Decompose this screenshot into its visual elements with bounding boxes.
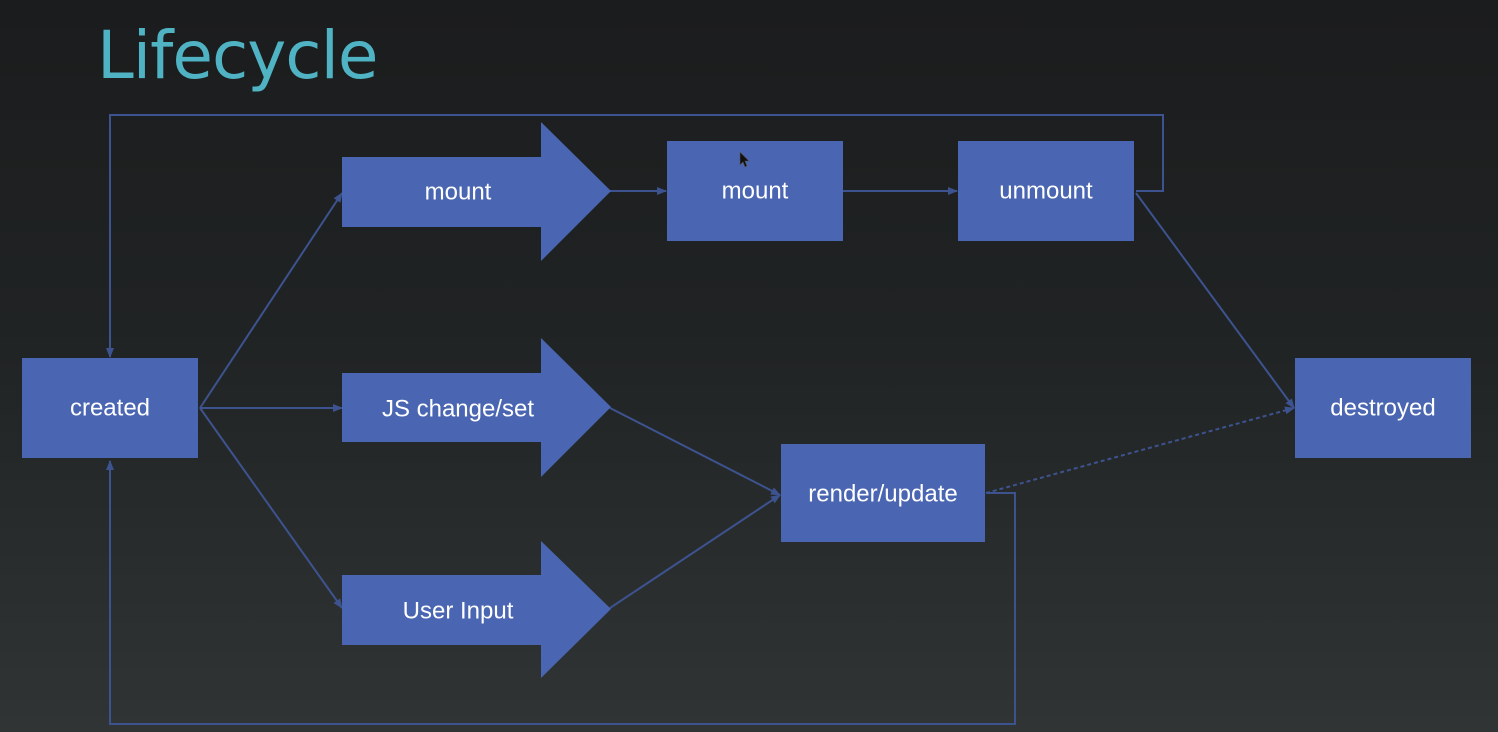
mouse-cursor-icon <box>739 151 750 168</box>
node-js-change-set: JS change/set <box>342 338 611 477</box>
edge-render-to-destroyed <box>985 406 1295 494</box>
node-destroyed: destroyed <box>1295 358 1471 458</box>
node-created-label: created <box>70 395 150 422</box>
slide-title: Lifecycle <box>97 17 379 94</box>
node-destroyed-label: destroyed <box>1330 395 1435 422</box>
node-render-update: render/update <box>781 444 985 542</box>
edge-created-to-mount <box>199 192 343 409</box>
node-unmount: unmount <box>958 141 1134 241</box>
node-unmount-label: unmount <box>999 178 1093 205</box>
edge-js-change-to-render <box>609 407 781 496</box>
edge-unmount-to-destroyed <box>1135 192 1295 409</box>
node-mount-box: mount <box>667 141 843 241</box>
node-mount-box-label: mount <box>722 178 789 205</box>
node-user-input-label: User Input <box>403 598 514 625</box>
node-mount-arrow: mount <box>342 122 611 261</box>
loop-unmount-to-created <box>106 114 1164 358</box>
node-user-input: User Input <box>342 541 611 678</box>
node-js-change-set-label: JS change/set <box>382 396 534 423</box>
node-render-update-label: render/update <box>808 481 957 508</box>
node-created: created <box>22 358 198 458</box>
edge-user-input-to-render <box>609 494 781 609</box>
edge-created-to-user-input <box>199 407 343 609</box>
loop-render-to-created <box>106 460 1016 725</box>
node-mount-arrow-label: mount <box>425 179 492 206</box>
